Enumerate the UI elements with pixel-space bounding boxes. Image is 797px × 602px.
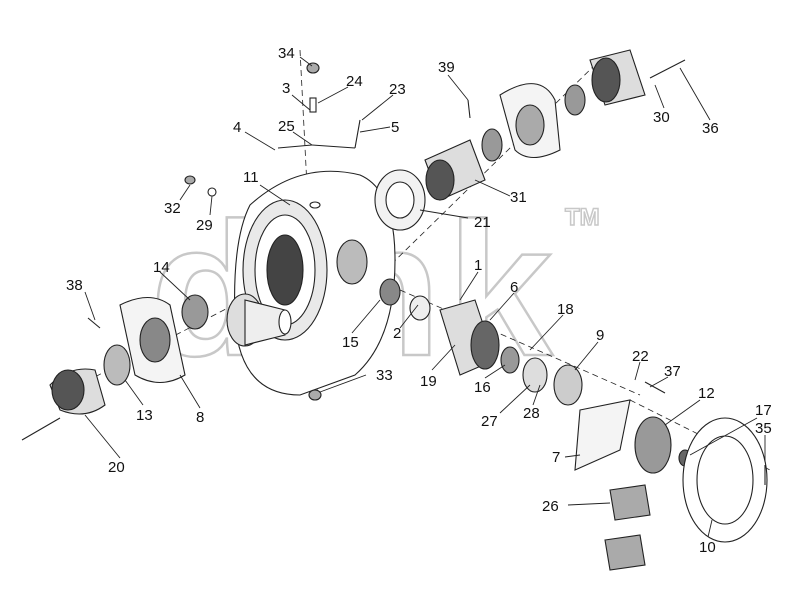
callout-18: 18 <box>557 301 574 318</box>
callout-14: 14 <box>153 259 170 276</box>
callout-33: 33 <box>376 367 393 384</box>
callout-25: 25 <box>278 118 295 135</box>
callout-31: 31 <box>510 189 527 206</box>
stub-shaft <box>226 293 292 347</box>
callout-22: 22 <box>632 348 649 365</box>
callout-28: 28 <box>523 405 540 422</box>
callout-10: 10 <box>699 539 716 556</box>
callout-11: 11 <box>243 169 259 186</box>
watermark-trademark: TM <box>565 204 600 231</box>
callout-16: 16 <box>474 379 491 396</box>
callout-4: 4 <box>233 119 241 136</box>
callout-37: 37 <box>664 363 681 380</box>
callout-8: 8 <box>196 409 204 426</box>
callout-17: 17 <box>755 402 772 419</box>
callout-3: 3 <box>282 80 290 97</box>
callout-38: 38 <box>66 277 83 294</box>
callout-5: 5 <box>391 119 399 136</box>
callout-12: 12 <box>698 385 715 402</box>
callout-labels: 1 2 3 4 5 6 7 8 9 10 11 12 13 14 15 16 1… <box>66 45 772 556</box>
callout-26: 26 <box>542 498 559 515</box>
callout-15: 15 <box>342 334 359 351</box>
callout-24: 24 <box>346 73 363 90</box>
callout-6: 6 <box>510 279 518 296</box>
callout-1: 1 <box>474 257 482 274</box>
upper-right-assembly <box>374 49 686 231</box>
callout-39: 39 <box>438 59 455 76</box>
callout-19: 19 <box>420 373 437 390</box>
callout-20: 20 <box>108 459 125 476</box>
left-end-assembly <box>21 294 209 441</box>
callout-34: 34 <box>278 45 295 62</box>
callout-32: 32 <box>164 200 181 217</box>
callout-21: 21 <box>474 214 491 231</box>
callout-2: 2 <box>393 325 401 342</box>
callout-23: 23 <box>389 81 406 98</box>
callout-35: 35 <box>755 420 772 437</box>
callout-36: 36 <box>702 120 719 137</box>
callout-9: 9 <box>596 327 604 344</box>
callout-29: 29 <box>196 217 213 234</box>
callout-27: 27 <box>481 413 498 430</box>
callout-13: 13 <box>136 407 153 424</box>
leader-lines <box>84 56 766 538</box>
callout-7: 7 <box>552 449 560 466</box>
callout-30: 30 <box>653 109 670 126</box>
